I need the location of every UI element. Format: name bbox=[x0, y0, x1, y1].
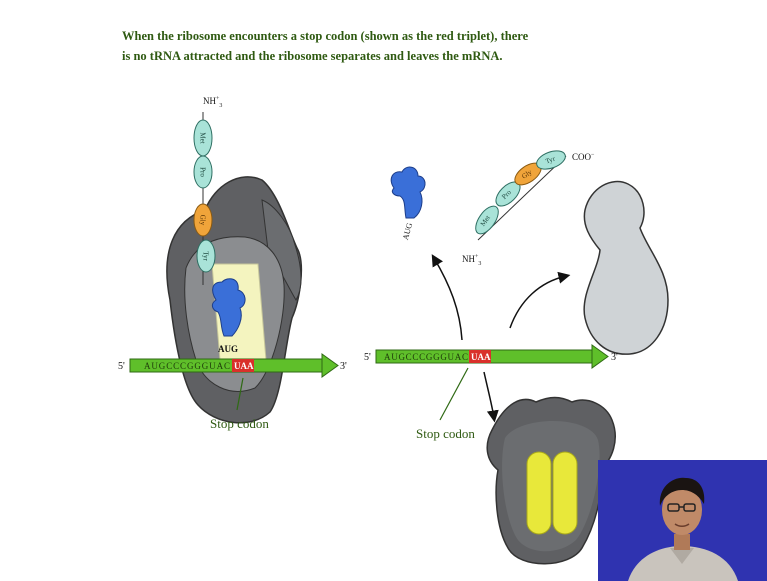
right-large-subunit-site-left bbox=[527, 452, 551, 534]
right-amino-met: Met bbox=[471, 202, 502, 237]
left-three-prime: 3' bbox=[340, 361, 347, 372]
left-amino-pro-label: Pro bbox=[199, 167, 207, 177]
right-released-small-subunit bbox=[584, 182, 668, 355]
left-amino-pro: Pro bbox=[194, 156, 212, 188]
right-stop-pointer bbox=[440, 368, 468, 420]
left-amino-gly: Gly bbox=[194, 204, 212, 236]
right-mrna: AUGCCCGGGUAC UAA 5' 3' bbox=[364, 345, 618, 368]
right-mrna-sequence: AUGCCCGGGUAC bbox=[384, 352, 468, 362]
right-amino-chain: Met Pro Gly Tyr bbox=[471, 147, 568, 240]
left-stop-codon: UAA bbox=[234, 361, 254, 371]
left-amino-gly-label: Gly bbox=[199, 215, 207, 226]
arrow-to-large-subunit bbox=[484, 372, 494, 418]
presenter-video bbox=[598, 460, 767, 581]
right-large-subunit-site-right bbox=[553, 452, 577, 534]
presenter-figure bbox=[598, 460, 767, 581]
left-stop-codon-label: Stop codon bbox=[210, 416, 269, 431]
left-anticodon-label: AUG bbox=[218, 344, 238, 354]
left-amino-tyr-label: Tyr bbox=[202, 251, 210, 261]
right-trna-label: AUG bbox=[401, 222, 414, 241]
right-stop-codon-label: Stop codon bbox=[416, 426, 475, 441]
left-mrna-sequence: AUGCCCGGGUAC bbox=[144, 361, 230, 371]
right-five-prime: 5' bbox=[364, 352, 371, 363]
right-nh3-label: NH+3 bbox=[462, 254, 481, 267]
left-panel: AUG Met Pro Gly Tyr NH+3 bbox=[118, 96, 347, 431]
right-stop-codon: UAA bbox=[471, 352, 491, 362]
left-five-prime: 5' bbox=[118, 361, 125, 372]
left-amino-tyr: Tyr bbox=[197, 240, 215, 272]
right-three-prime: 3' bbox=[611, 352, 618, 363]
left-amino-met-label: Met bbox=[199, 132, 207, 143]
right-coo-label: COO− bbox=[572, 152, 595, 162]
arrow-to-trna bbox=[434, 258, 462, 340]
right-released-trna bbox=[391, 167, 425, 218]
left-nh3-label: NH+3 bbox=[203, 96, 222, 109]
left-amino-met: Met bbox=[194, 120, 212, 156]
arrow-to-small-subunit bbox=[510, 276, 566, 328]
